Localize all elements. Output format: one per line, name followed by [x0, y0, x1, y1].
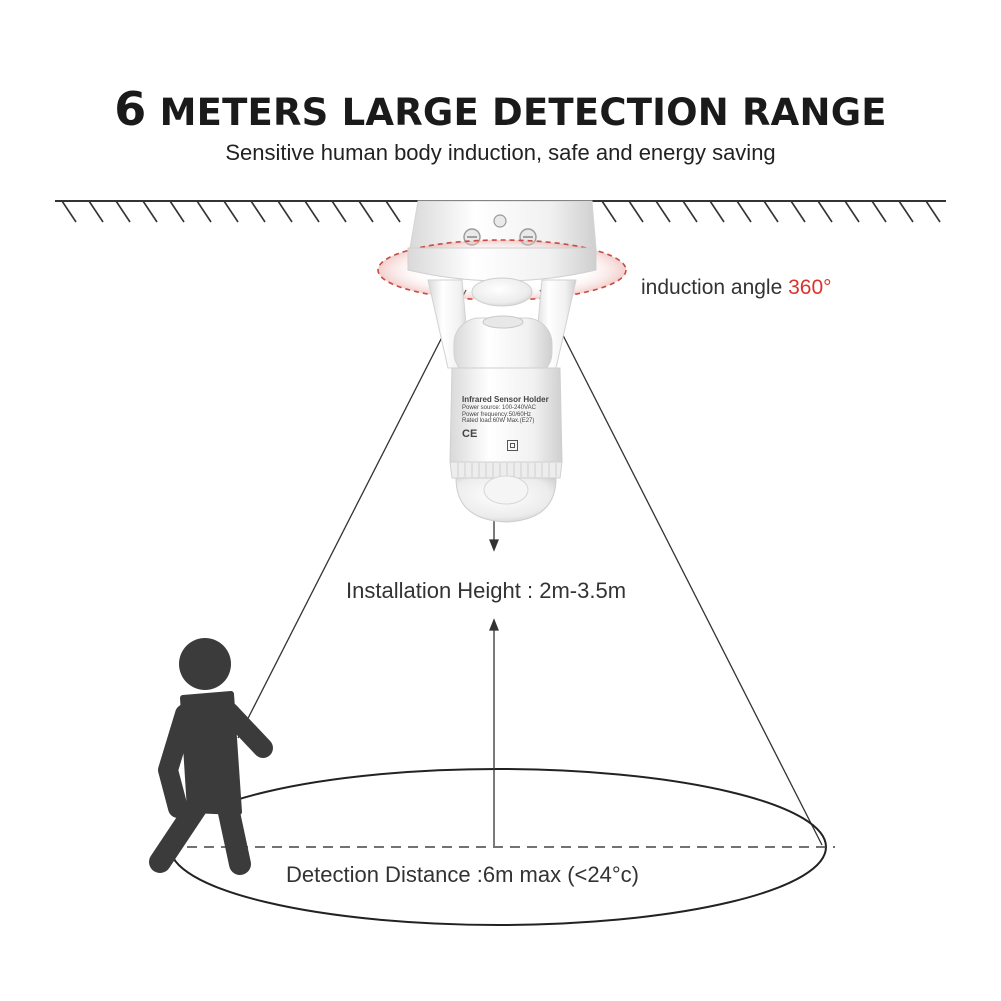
ceiling-hatch — [385, 200, 401, 223]
device-label: Infrared Sensor Holder Power source: 100… — [462, 395, 558, 441]
ceiling-hatch — [682, 200, 698, 223]
ceiling-hatch — [601, 200, 617, 223]
double-insulation-icon — [507, 440, 518, 451]
device-label-frequency: Power frequency:50/60Hz — [462, 411, 532, 418]
ceiling-hatch — [277, 200, 293, 223]
knob-top-icon — [493, 214, 507, 228]
induction-angle-prefix: induction angle — [641, 276, 783, 299]
cone-line-left — [237, 289, 467, 739]
title-text: METERS LARGE DETECTION RANGE — [159, 91, 887, 134]
device-label-power-source: Power source: 100-240VAC — [462, 404, 536, 411]
ceiling-hatch — [61, 200, 77, 223]
ceiling-hatch — [925, 200, 941, 223]
title-number: 6 — [114, 82, 147, 136]
detection-cone — [237, 289, 823, 846]
ceiling-hatch — [115, 200, 131, 223]
device-rim — [407, 247, 597, 282]
ceiling-hatch — [358, 200, 374, 223]
ceiling-hatch — [763, 200, 779, 223]
device-label-title: Infrared Sensor Holder — [462, 395, 549, 404]
ceiling-hatch — [628, 200, 644, 223]
induction-angle-label: induction angle 360° — [641, 276, 832, 300]
ceiling-hatches — [61, 200, 941, 223]
device-ridge-band — [449, 461, 563, 479]
walking-person-icon — [149, 638, 273, 875]
cone-line-right — [539, 289, 823, 846]
induction-angle-value: 360° — [788, 276, 832, 299]
ceiling-hatch — [790, 200, 806, 223]
ceiling-hatch — [817, 200, 833, 223]
ceiling-hatch — [331, 200, 347, 223]
ceiling-hatch — [871, 200, 887, 223]
upper-sensor-lens — [471, 277, 533, 307]
ceiling-hatch — [655, 200, 671, 223]
ceiling-hatch — [844, 200, 860, 223]
ceiling-hatch — [709, 200, 725, 223]
ceiling-hatch — [250, 200, 266, 223]
height-arrow-up-head — [489, 618, 499, 631]
device-label-ce-mark: CE — [462, 428, 478, 441]
ceiling-hatch — [142, 200, 158, 223]
ceiling-hatch — [898, 200, 914, 223]
ceiling-hatch — [223, 200, 239, 223]
ceiling-hatch — [304, 200, 320, 223]
page-title: 6 METERS LARGE DETECTION RANGE — [0, 82, 1001, 136]
detection-distance-label: Detection Distance :6m max (<24°c) — [286, 862, 639, 887]
ceiling-hatch — [88, 200, 104, 223]
sensor-holder-device — [377, 200, 627, 523]
installation-height-label: Installation Height : 2m-3.5m — [346, 578, 627, 603]
ceiling-hatch — [196, 200, 212, 223]
page-subtitle: Sensitive human body induction, safe and… — [225, 140, 776, 165]
height-arrow-down-head — [489, 539, 499, 552]
device-label-rated-load: Rated load:60W Max.(E27) — [462, 418, 535, 425]
ceiling-hatch — [169, 200, 185, 223]
ceiling-hatch — [736, 200, 752, 223]
